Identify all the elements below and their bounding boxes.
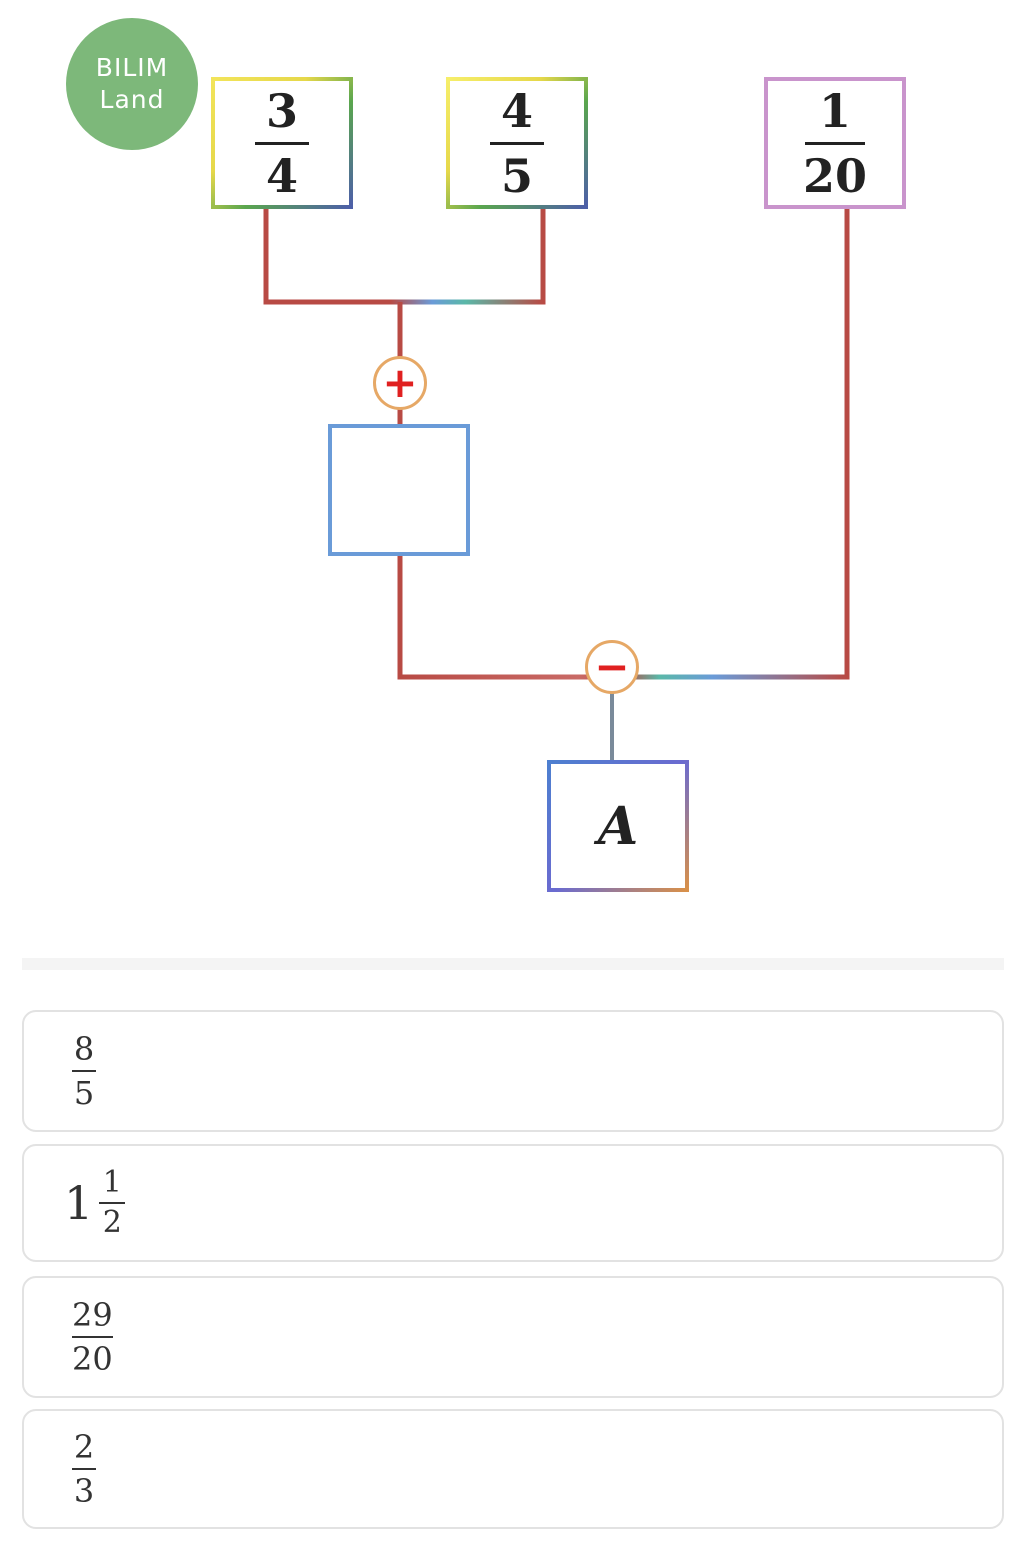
answer-option-3[interactable]: 29 20 [22,1276,1004,1398]
option-3-denominator: 20 [72,1340,113,1378]
fraction-bar [99,1202,126,1204]
option-4-numerator: 2 [73,1428,95,1466]
fraction-box-2-denominator: 5 [500,148,533,203]
option-1-fraction: 8 5 [72,1030,96,1112]
fraction-bar [72,1468,96,1470]
fraction-bar [255,141,309,145]
option-2-denominator: 2 [102,1205,122,1240]
fraction-bar [490,141,544,145]
fraction-box-1: 3 4 [211,77,353,209]
flow-diagram: 3 4 4 5 1 20 + − A [211,77,906,892]
option-3-fraction: 29 20 [72,1296,113,1378]
divider [22,958,1004,970]
option-4-fraction: 2 3 [72,1428,96,1510]
plus-operator-icon: + [373,356,427,410]
result-box: A [547,760,689,892]
logo-line-1: BILIM [95,53,169,82]
fraction-bar [72,1070,96,1072]
option-1-numerator: 8 [73,1030,95,1068]
intermediate-result-box [328,424,470,556]
fraction-box-2: 4 5 [446,77,588,209]
answer-option-1[interactable]: 8 5 [22,1010,1004,1132]
result-label: A [597,795,639,857]
minus-operator-icon: − [585,640,639,694]
option-2-mixed-number: 1 1 2 [64,1165,126,1240]
fraction-bar [72,1336,113,1338]
fraction-bar [805,141,865,145]
fraction-box-1-denominator: 4 [265,148,298,203]
option-4-denominator: 3 [73,1472,95,1510]
answer-option-4[interactable]: 2 3 [22,1409,1004,1529]
fraction-box-2-numerator: 4 [500,83,533,138]
option-2-whole: 1 [64,1176,94,1230]
wire-box1-box2 [263,209,546,305]
fraction-box-3: 1 20 [764,77,906,209]
option-3-numerator: 29 [72,1296,113,1334]
option-2-numerator: 1 [102,1165,122,1200]
option-1-denominator: 5 [73,1074,95,1112]
fraction-box-1-numerator: 3 [265,83,298,138]
answer-option-2[interactable]: 1 1 2 [22,1144,1004,1262]
fraction-box-3-denominator: 20 [802,148,867,203]
fraction-box-3-numerator: 1 [818,83,851,138]
logo-line-2: Land [99,85,165,114]
bilimland-logo: BILIM Land [66,18,198,150]
